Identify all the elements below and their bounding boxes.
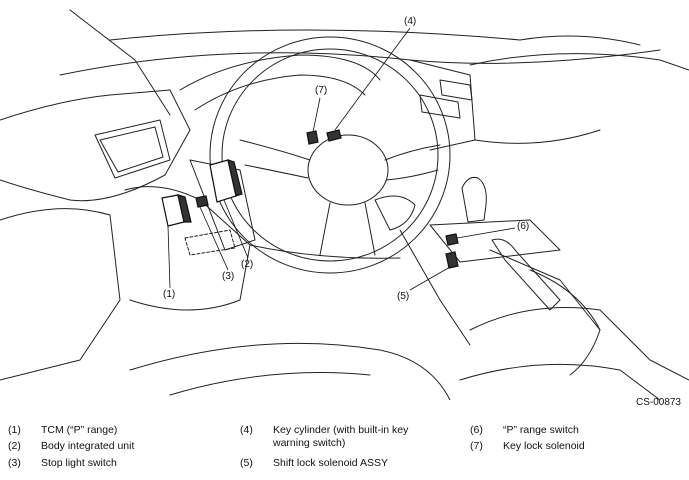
legend-number: (1) xyxy=(8,424,21,436)
left-vent-inner xyxy=(99,126,164,173)
shift-gate xyxy=(429,219,561,263)
legend-number: (2) xyxy=(8,440,21,452)
steering-spoke-bottom2 xyxy=(364,202,376,256)
shift-knob xyxy=(461,177,487,223)
handbrake xyxy=(491,238,561,311)
legend-number: (7) xyxy=(470,440,483,452)
legend-text: Key cylinder (with built-in key warning … xyxy=(273,424,409,449)
radio-slot-1 xyxy=(419,94,461,119)
floor-line xyxy=(249,244,401,259)
right-seat-cushion xyxy=(459,363,661,400)
left-vent xyxy=(94,119,171,179)
legend-number: (4) xyxy=(240,424,253,436)
left-seat-inner xyxy=(169,372,371,396)
leader-6 xyxy=(456,227,516,239)
left-dash-panel xyxy=(0,89,191,202)
radio-slot-2 xyxy=(439,79,473,101)
left-seat-edge xyxy=(129,342,451,400)
right-vent xyxy=(519,35,641,46)
legend-number: (3) xyxy=(8,457,21,469)
console-right xyxy=(489,249,601,331)
leader-4 xyxy=(334,27,411,131)
windshield-line xyxy=(109,29,521,41)
key-lock-solenoid xyxy=(306,130,319,145)
leader-3 xyxy=(199,206,229,271)
key-cylinder xyxy=(326,129,342,142)
kick-panel xyxy=(184,229,236,256)
steering-spoke-right xyxy=(384,144,441,161)
leader-2 xyxy=(223,199,249,259)
callout-7: (7) xyxy=(315,85,328,96)
armrest xyxy=(529,269,601,376)
body-integrated-unit-side xyxy=(227,159,243,197)
legend-text: “P” range switch xyxy=(503,424,579,436)
callout-2: (2) xyxy=(241,259,254,270)
callout-1: (1) xyxy=(163,289,176,300)
left-door-panel xyxy=(0,208,121,381)
center-stack xyxy=(409,59,476,151)
callout-4: (4) xyxy=(404,16,417,27)
legend: (1) TCM (“P” range) (2) Body integrated … xyxy=(0,424,689,480)
tcm-box-side xyxy=(177,194,192,223)
leader-1 xyxy=(167,225,171,289)
leader-7 xyxy=(312,97,321,133)
steering-spoke-left xyxy=(239,139,311,161)
legend-text: Key lock solenoid xyxy=(503,440,585,452)
callout-3: (3) xyxy=(222,271,235,282)
shift-lock-solenoid xyxy=(445,251,459,269)
dashboard-diagram xyxy=(0,9,689,400)
legend-number: (5) xyxy=(240,457,253,469)
instrument-hood-inner xyxy=(194,74,366,111)
right-seat xyxy=(469,307,689,381)
stop-light-switch xyxy=(195,195,209,208)
steering-spoke-right2 xyxy=(385,169,439,181)
a-pillar-line xyxy=(69,9,171,116)
steering-wheel-rim-inner xyxy=(221,48,439,262)
p-range-switch xyxy=(445,233,459,246)
steering-hub xyxy=(307,134,389,206)
leader-5 xyxy=(409,266,451,291)
steering-wheel-rim-outer xyxy=(209,36,451,274)
figure-id: CS-00873 xyxy=(635,397,681,408)
right-dash-lower xyxy=(474,129,601,144)
steering-spoke-bottom xyxy=(319,202,331,256)
legend-text: Stop light switch xyxy=(41,457,117,469)
instrument-hood xyxy=(179,54,381,91)
legend-text: Body integrated unit xyxy=(41,440,135,452)
right-dash xyxy=(469,53,689,71)
callout-5: (5) xyxy=(397,291,410,302)
callout-6: (6) xyxy=(517,221,530,232)
legend-text: TCM (“P” range) xyxy=(41,424,118,436)
legend-text: Shift lock solenoid ASSY xyxy=(273,457,388,469)
steering-spoke-left2 xyxy=(244,164,309,179)
legend-number: (6) xyxy=(470,424,483,436)
spoke-cutout xyxy=(374,195,416,231)
lower-dash xyxy=(124,186,251,311)
console-left xyxy=(399,229,471,346)
